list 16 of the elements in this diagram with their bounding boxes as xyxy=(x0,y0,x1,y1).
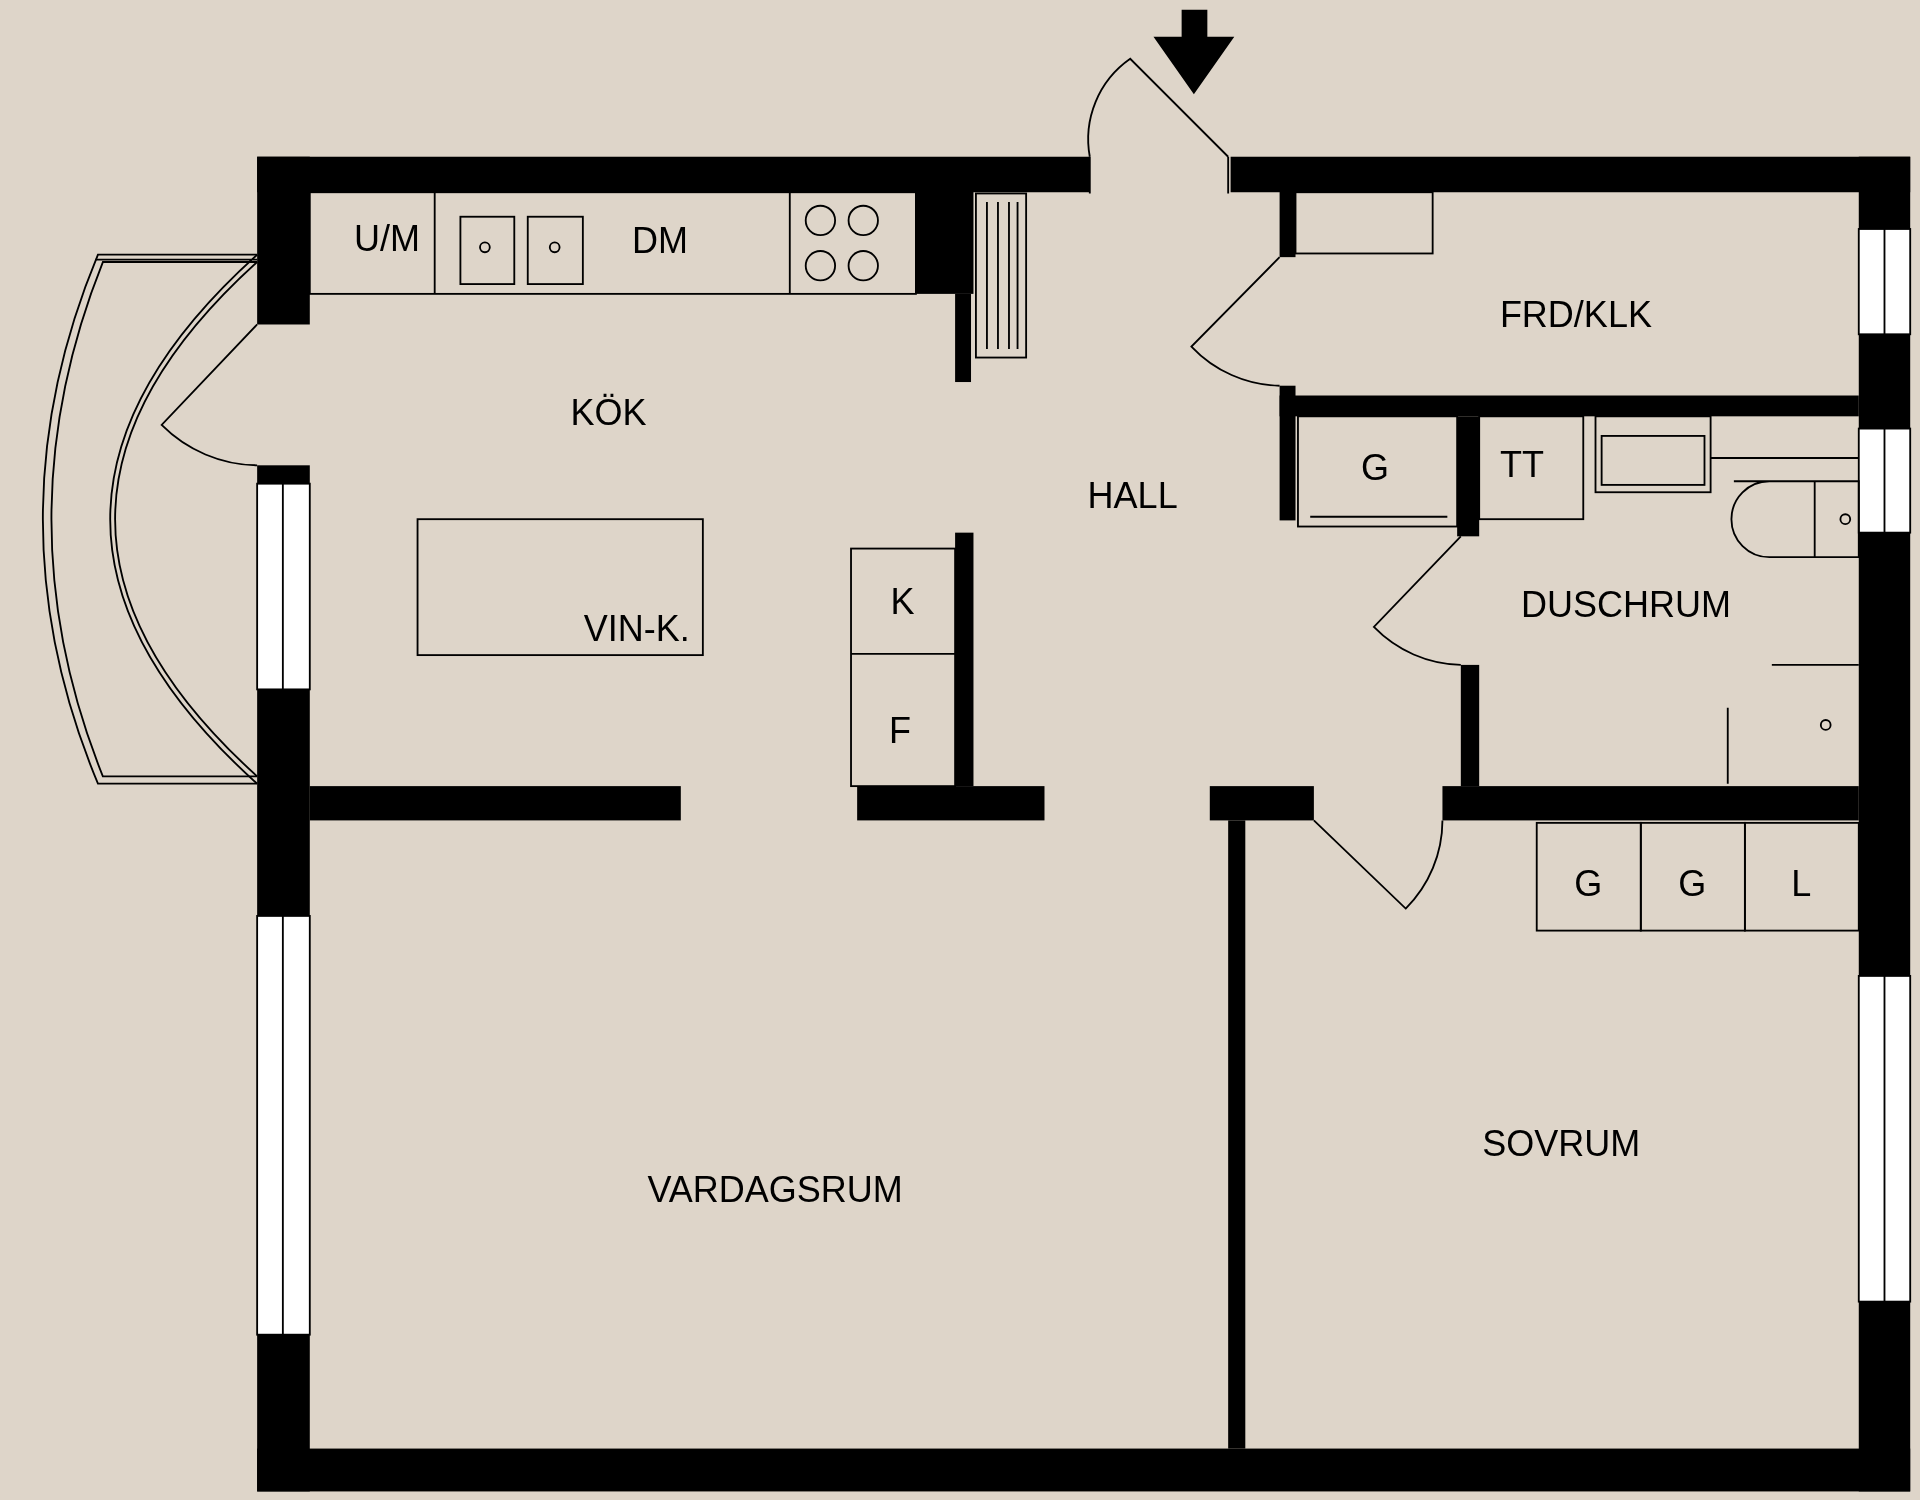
fixture-label: K xyxy=(890,584,915,621)
room-label: HALL xyxy=(1087,477,1178,514)
fixture-label: G xyxy=(1678,866,1707,903)
room-label: DUSCHRUM xyxy=(1521,586,1732,623)
fixture-label: VIN-K. xyxy=(583,611,690,648)
room-label: SOVRUM xyxy=(1482,1125,1641,1162)
room-label: VARDAGSRUM xyxy=(647,1172,903,1209)
room-label: FRD/KLK xyxy=(1499,296,1652,333)
fixture-label: G xyxy=(1574,866,1603,903)
room-label: KÖK xyxy=(570,394,647,431)
fixture-label: F xyxy=(889,713,911,749)
fixture-label: G xyxy=(1361,449,1390,486)
fixture-label: L xyxy=(1791,866,1812,903)
fixture-label: U/M xyxy=(353,220,420,257)
fixture-label: DM xyxy=(632,223,688,260)
fixture-label: TT xyxy=(1500,447,1544,484)
